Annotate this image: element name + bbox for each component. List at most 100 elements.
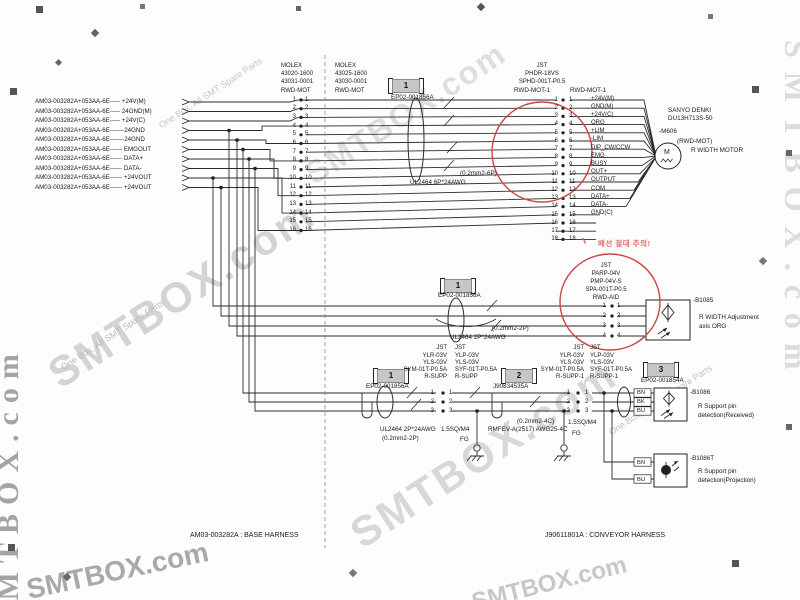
wires-group	[181, 96, 657, 480]
pin-number: 13	[569, 195, 576, 202]
cable-2p-mid-name: UL2464 2P*24AWG	[450, 334, 506, 341]
connector-part-line: YLS-03V	[422, 359, 447, 366]
pin-number: 13	[289, 200, 296, 207]
connector-part-line: YLS-03V	[455, 359, 480, 366]
connector-part-line: JST	[573, 345, 584, 352]
cable-2p-bottom-name: UL2464 2P*24AWG	[380, 426, 436, 433]
frame-ground-icons	[466, 444, 571, 462]
inline-connector-1-bottom-part: EP02-001856A	[366, 383, 409, 390]
connector-part-line: R-SUPP-1	[555, 374, 584, 381]
motor-symbol-letter: M	[664, 149, 670, 156]
pin-number: 8	[554, 154, 558, 161]
pin-number: 3	[554, 113, 558, 120]
sensor-b1086t-ref: -B1086T	[690, 455, 715, 462]
photo-receiver-icon	[661, 303, 675, 322]
connector-part-line: JST	[600, 263, 612, 269]
pin-number: 6	[292, 140, 296, 147]
pin-number: 14	[289, 209, 296, 216]
harness-wire-label: AM03-003282A+053AA-6E----- 24GND(M)	[35, 107, 152, 115]
sensor-desc-line: R WIDTH Adjustment	[699, 314, 759, 321]
pin-number: 2	[585, 398, 589, 405]
sensor-desc-line: detection(Received)	[698, 412, 755, 419]
connector-part-line: RWD-MOT	[281, 87, 311, 94]
pin-number: 8	[569, 154, 573, 161]
connector-part-line: PARP-04V	[591, 271, 621, 277]
signal-name: ORG	[591, 120, 605, 127]
signal-name: COM	[591, 185, 605, 192]
motor-maker: SANYO DENKI	[668, 107, 712, 114]
pin-number: 18	[551, 236, 558, 243]
connector-part-line: YLR-03V	[559, 352, 584, 359]
footer-base-harness: AM03-003282A : BASE HARNESS	[190, 532, 299, 539]
sensor-b1086t-box	[653, 453, 688, 488]
pin-number: 1	[566, 389, 570, 396]
pin-number: 1	[449, 389, 453, 396]
wire-color-code: BN	[637, 390, 646, 396]
pin-number: 17	[551, 227, 558, 234]
cable-2p-bottom-spec: (0.2mm2-2P)	[382, 435, 419, 442]
connector-part-line: YLP-03V	[590, 352, 615, 359]
connector-part-line: YLS-03V	[559, 359, 584, 366]
footer-conveyor-harness: J90611801A : CONVEYOR HARNESS	[545, 532, 666, 539]
pin-number: 4	[569, 121, 573, 128]
inline-connector-3-part: EP02-001854A	[641, 377, 684, 384]
pin-number: 7	[569, 146, 573, 153]
connector-part-line: R-SUPP	[455, 374, 478, 381]
pin-number: 2	[602, 313, 606, 319]
harness-wire-label: AM03-003282A+053AA-6E-------24GND	[35, 136, 145, 144]
connector-part-line: JST	[436, 345, 447, 352]
pin-number: 4	[617, 333, 621, 339]
harness-wire-label: AM03-003282A+053AA-6E------ +24VOUT	[35, 174, 152, 182]
pin-number: 14	[305, 209, 312, 216]
inline-connector-1-mid-part: EP02-001856A	[438, 292, 481, 299]
inline-connector-2-part: J90834535A	[493, 383, 529, 390]
signal-name: OUTPUT	[591, 177, 616, 184]
pin-number: 6	[569, 137, 573, 144]
connector-part-line: SYF-01T-P0.5A	[455, 366, 498, 373]
pin-number: 8	[305, 157, 309, 164]
signal-name: +LIM	[591, 128, 605, 135]
connector-part-line: SPHD-001T-P0.5	[518, 79, 566, 85]
connector-part-line: SYM-01T-P0.5A	[403, 366, 447, 373]
harness-wire-label: AM03-003282A+053AA-6E----- +24V(C)	[35, 117, 146, 125]
pin-number: 10	[551, 170, 558, 177]
pin-number: 2	[569, 105, 573, 112]
pin-number: 9	[554, 162, 558, 169]
connector-part-line: R-SUPP-1	[590, 374, 619, 381]
pin-number: 16	[289, 226, 296, 233]
inline-connector-1-mid: 1	[440, 278, 476, 294]
pin-number: 12	[551, 186, 558, 193]
photo-receiver-icon	[662, 390, 676, 407]
pin-number: 1	[292, 96, 296, 103]
pin-number: 15	[551, 211, 558, 218]
wire-arrow-icon	[181, 98, 191, 191]
pin-number: 1	[585, 389, 589, 396]
inline-connector-1-top-part: EP02-001856A	[391, 94, 434, 101]
connector-part-line: YLP-03V	[455, 352, 480, 359]
pin-number: 15	[289, 218, 296, 225]
signal-name: DATA+	[591, 193, 610, 200]
pin-number: 6	[305, 140, 309, 147]
signal-name: EMG	[591, 152, 605, 159]
connector-part-line: SYM-01T-P0.5A	[540, 366, 584, 373]
connector-part-line: 43030-0001	[335, 79, 368, 86]
pin-number: 8	[292, 157, 296, 164]
connector-part-line: 43020-1600	[281, 71, 314, 78]
wire-color-code: BU	[637, 408, 646, 414]
signal-name: -LIM	[591, 136, 603, 143]
pin-number: 9	[569, 162, 573, 169]
connector-part-line: JST	[536, 63, 548, 69]
pin-number: 16	[551, 219, 558, 226]
cable-4c-name: RMFEV-A(2517) AWG25-4C	[488, 426, 568, 433]
pin-number: 18	[569, 236, 576, 243]
signal-name: GND(C)	[591, 210, 613, 217]
